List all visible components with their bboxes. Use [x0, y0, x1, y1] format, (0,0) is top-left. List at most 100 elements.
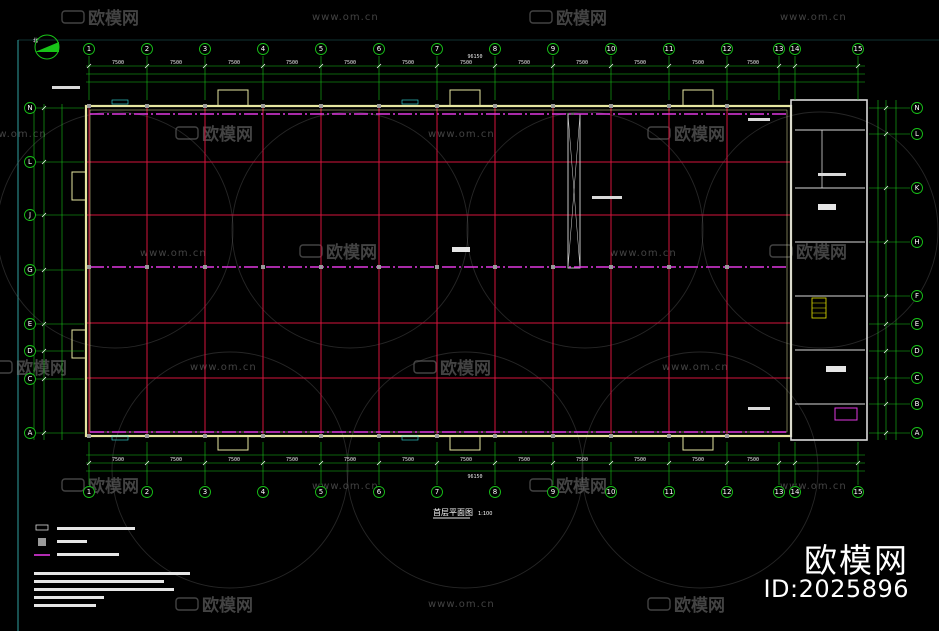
- column-tag-3: [111, 435, 129, 441]
- axis-bubble-right-D: [911, 345, 923, 357]
- watermark-logo-text: 欧模网: [440, 358, 491, 379]
- axis-bubble-left-D: [24, 345, 36, 357]
- column-5-1: [319, 265, 323, 269]
- column-5-2: [319, 434, 323, 438]
- legend-text-3: [57, 553, 119, 556]
- bay-dim-top-12: 7500: [747, 60, 759, 66]
- door-top-1: [217, 89, 249, 107]
- axis-label-bottom-2: 2: [145, 488, 149, 496]
- axis-bubble-right-K: [911, 182, 923, 194]
- legend: [34, 524, 190, 607]
- axis-label-bottom-13: 13: [775, 488, 784, 496]
- column-7-1: [435, 265, 439, 269]
- dim-tick-top-12: [724, 63, 730, 69]
- watermark-logo-text: 欧模网: [202, 595, 253, 616]
- door-left-2: [71, 329, 87, 359]
- watermark-logo-icon: [0, 360, 13, 374]
- axis-bubble-top-12: [721, 43, 733, 55]
- bay-dim-top-3: 7500: [228, 60, 240, 66]
- axis-bubble-bottom-8: [489, 486, 501, 498]
- column-7-0: [435, 104, 439, 108]
- legend-text-2: [57, 540, 87, 543]
- axis-label-bottom-7: 7: [435, 488, 439, 496]
- bay-dim-bottom-4: 7500: [286, 457, 298, 463]
- axis-label-top-10: 10: [607, 45, 616, 53]
- dim-tick-right-N: [883, 105, 889, 111]
- column-8-2: [493, 434, 497, 438]
- dim-tick-bottom-7: [434, 460, 440, 466]
- dim-tick-top-13: [776, 63, 782, 69]
- dim-tick-top-3: [202, 63, 208, 69]
- axis-bubble-bottom-11: [663, 486, 675, 498]
- column-12-2: [725, 434, 729, 438]
- watermark-logo-text: 欧模网: [796, 242, 847, 263]
- axis-label-bottom-5: 5: [319, 488, 323, 496]
- watermark-logo-text: 欧模网: [88, 8, 139, 29]
- column-11-1: [667, 265, 671, 269]
- axis-bubble-bottom-14: [789, 486, 801, 498]
- watermark-logo-icon: [299, 244, 323, 258]
- bay-dim-bottom-12: 7500: [747, 457, 759, 463]
- axis-bubble-right-F: [911, 290, 923, 302]
- watermark-url: www.om.cn: [780, 481, 847, 492]
- axis-label-right-F: F: [915, 292, 919, 300]
- axis-bubble-top-4: [257, 43, 269, 55]
- dim-tick-bottom-15: [855, 460, 861, 466]
- column-6-2: [377, 434, 381, 438]
- axis-bubble-bottom-5: [315, 486, 327, 498]
- legend-symbol-column: [38, 538, 46, 546]
- axis-bubble-top-9: [547, 43, 559, 55]
- axis-label-bottom-10: 10: [607, 488, 616, 496]
- axis-label-top-3: 3: [203, 45, 207, 53]
- bay-dim-top-4: 7500: [286, 60, 298, 66]
- column-8-0: [493, 104, 497, 108]
- bay-dim-bottom-2: 7500: [170, 457, 182, 463]
- axis-bubble-bottom-12: [721, 486, 733, 498]
- axis-label-right-E: E: [915, 320, 919, 328]
- axis-label-right-A: A: [915, 429, 920, 437]
- axis-label-top-15: 15: [854, 45, 863, 53]
- bay-dim-bottom-1: 7500: [112, 457, 124, 463]
- annotation-bar-1: [748, 118, 770, 121]
- axis-label-right-B: B: [915, 400, 920, 408]
- column-12-1: [725, 265, 729, 269]
- dim-tick-right-B: [883, 401, 889, 407]
- watermark-url: www.om.cn: [312, 481, 379, 492]
- bay-dim-top-7: 7500: [460, 60, 472, 66]
- axis-label-top-11: 11: [665, 45, 674, 53]
- total-dim-top: 96150: [467, 54, 482, 60]
- door-top-2: [449, 89, 481, 107]
- bay-dim-top-9: 7500: [576, 60, 588, 66]
- watermark-logo-text: 欧模网: [16, 358, 67, 379]
- watermark-logo-text: 欧模网: [674, 124, 725, 145]
- legend-text-1: [57, 527, 135, 530]
- note-line-2: [34, 580, 164, 583]
- column-11-2: [667, 434, 671, 438]
- axis-label-top-8: 8: [493, 45, 497, 53]
- drawing-title-block: 首层平面图 1:100: [433, 507, 492, 519]
- dim-tick-top-1: [86, 63, 92, 69]
- dim-tick-left-D: [41, 348, 47, 354]
- bay-dim-top-2: 7500: [170, 60, 182, 66]
- column-6-0: [377, 104, 381, 108]
- column-4-2: [261, 434, 265, 438]
- restroom-fixtures: [834, 407, 858, 421]
- dim-tick-bottom-13: [776, 460, 782, 466]
- watermark-arc: [581, 351, 819, 589]
- axis-label-top-9: 9: [551, 45, 555, 53]
- dim-tick-top-8: [492, 63, 498, 69]
- axis-label-left-J: J: [28, 211, 31, 219]
- dim-tick-top-14: [792, 63, 798, 69]
- drawing-title: 首层平面图: [433, 507, 473, 517]
- dim-tick-bottom-12: [724, 460, 730, 466]
- axis-label-bottom-3: 3: [203, 488, 207, 496]
- axis-label-top-14: 14: [791, 45, 800, 53]
- dim-tick-left-L: [41, 159, 47, 165]
- dim-tick-bottom-11: [666, 460, 672, 466]
- bay-dim-bottom-7: 7500: [460, 457, 472, 463]
- axis-bubble-bottom-9: [547, 486, 559, 498]
- axis-bubble-left-E: [24, 318, 36, 330]
- watermark-logo-icon: [175, 126, 199, 140]
- axis-label-right-C: C: [915, 374, 920, 382]
- watermark-arc: [701, 111, 939, 349]
